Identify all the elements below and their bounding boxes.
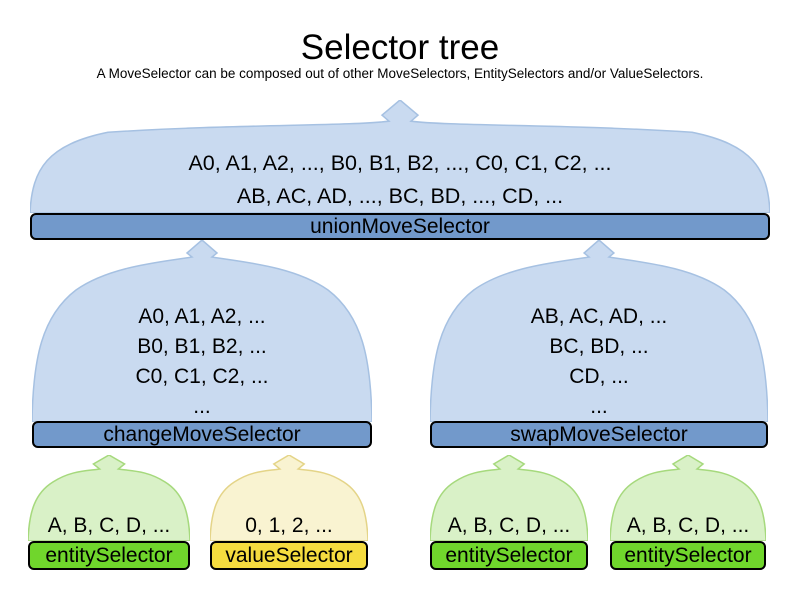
up-arrow-funnel-swap [430, 240, 768, 422]
page-subtitle: A MoveSelector can be composed out of ot… [96, 66, 704, 81]
change-move-list-line: A0, A1, A2, ... [138, 305, 266, 328]
value-list-line: 0, 1, 2, ... [245, 514, 333, 537]
union-move-selector-bar: unionMoveSelector [30, 213, 770, 240]
change-move-list-line: B0, B1, B2, ... [137, 335, 267, 358]
entity-selector-bar-2: entitySelector [430, 541, 588, 570]
up-arrow-funnel-entity-3 [610, 455, 766, 541]
swap-move-list-line: BC, BD, ... [549, 335, 649, 358]
change-move-list-line: C0, C1, C2, ... [135, 365, 269, 388]
entity-list-line: A, B, C, D, ... [47, 514, 171, 537]
swap-move-list-line: AB, AC, AD, ... [530, 305, 668, 328]
up-arrow-funnel-union [30, 100, 770, 213]
entity-selector-bar-1: entitySelector [28, 541, 190, 570]
swap-move-list-line: ... [590, 395, 608, 418]
entity-selector-bar-3: entitySelector [610, 541, 766, 570]
entity-list-line: A, B, C, D, ... [626, 514, 750, 537]
swap-move-selector-bar: swapMoveSelector [430, 421, 768, 448]
up-arrow-funnel-entity-1 [28, 455, 190, 541]
swap-move-list-line: CD, ... [569, 365, 629, 388]
union-move-list-line: A0, A1, A2, ..., B0, B1, B2, ..., C0, C1… [188, 151, 612, 175]
up-arrow-funnel-value [210, 455, 368, 541]
change-move-list-line: ... [193, 395, 211, 418]
page-title: Selector tree [300, 28, 500, 67]
up-arrow-funnel-entity-2 [430, 455, 588, 541]
union-move-list-line: AB, AC, AD, ..., BC, BD, ..., CD, ... [236, 184, 564, 208]
change-move-selector-bar: changeMoveSelector [32, 421, 372, 448]
entity-list-line: A, B, C, D, ... [447, 514, 571, 537]
up-arrow-funnel-change [32, 240, 372, 422]
value-selector-bar: valueSelector [210, 541, 368, 570]
